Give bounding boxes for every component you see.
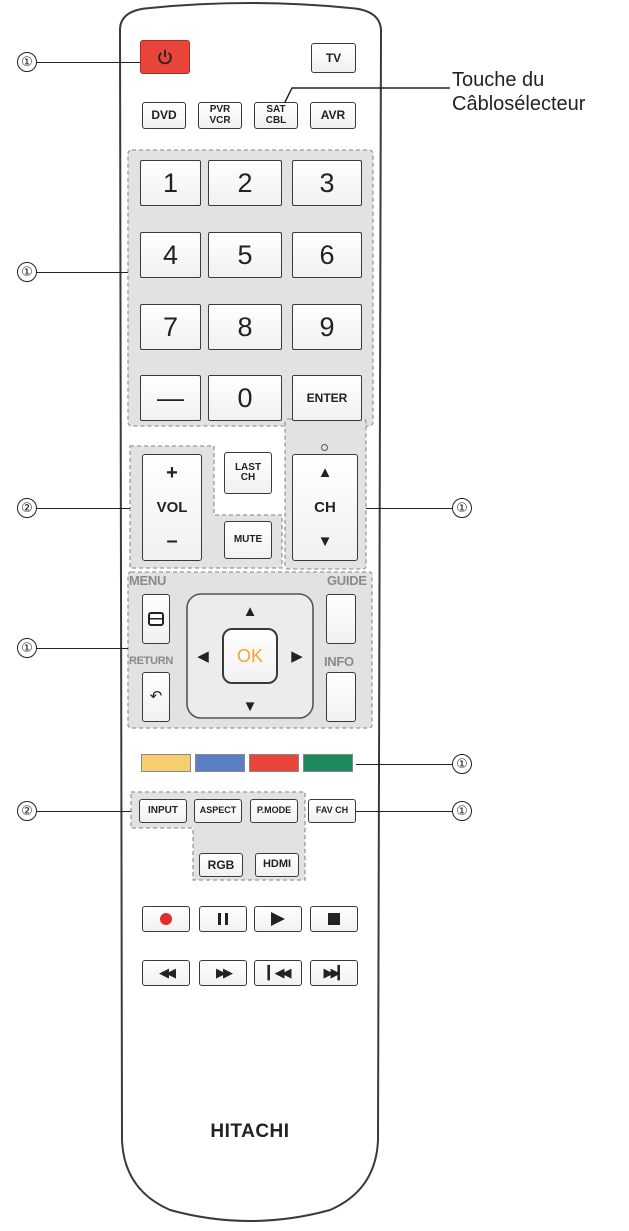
record-button[interactable] [142,906,190,932]
key-6-button[interactable]: 6 [292,232,362,278]
fast-forward-button[interactable]: ▶▶ [199,960,247,986]
return-button[interactable]: ↶ [142,672,170,722]
guide-label: GUIDE [327,573,367,588]
callout-power [37,62,140,63]
callout-keypad [37,272,128,273]
aspect-button[interactable]: ASPECT [194,799,242,823]
menu-icon [148,612,164,626]
key-8-button[interactable]: 8 [208,304,282,350]
return-label: RETURN [129,655,174,667]
marker-power: ① [17,52,37,72]
stop-icon [328,913,340,925]
key-3-button[interactable]: 3 [292,160,362,206]
key-7-button[interactable]: 7 [140,304,201,350]
avr-button[interactable]: AVR [310,102,356,129]
key-enter-button[interactable]: ENTER [292,375,362,421]
rgb-button[interactable]: RGB [199,853,243,877]
cable-selector-label-line2: Câblosélecteur [452,93,586,115]
ch-up-arrow: ▲ [317,464,333,481]
vol-label: VOL [156,498,188,516]
marker-fav-ch: ① [452,801,472,821]
key-4-button[interactable]: 4 [140,232,201,278]
vol-plus: + [166,462,178,484]
blue-key-button[interactable] [195,754,245,772]
sat-cbl-button[interactable]: SAT CBL [254,102,298,129]
cable-selector-label: Touche du Câblosélecteur [452,68,585,116]
green-key-button[interactable] [303,754,353,772]
fast-forward-icon: ▶▶ [216,965,233,981]
marker-vol: ② [17,498,37,518]
rewind-button[interactable]: ◀◀ [142,960,190,986]
callout-input [37,811,131,812]
play-button[interactable] [254,906,302,932]
callout-vol [37,508,130,509]
marker-input: ② [17,801,37,821]
nav-up-arrow[interactable]: ▲ [242,603,258,620]
key-dash-button[interactable]: — [140,375,201,421]
pause-icon [218,913,228,925]
play-icon [271,912,285,926]
info-button[interactable] [326,672,356,722]
menu-label: MENU [129,573,167,588]
marker-ch: ① [452,498,472,518]
pause-button[interactable] [199,906,247,932]
marker-nav: ① [17,638,37,658]
red-key-button[interactable] [249,754,299,772]
fav-ch-button[interactable]: FAV CH [308,799,356,823]
next-button[interactable]: ▶▶▎ [310,960,358,986]
mute-button[interactable]: MUTE [224,521,272,559]
power-icon [158,49,172,65]
key-1-button[interactable]: 1 [140,160,201,206]
key-2-button[interactable]: 2 [208,160,282,206]
power-button[interactable] [140,40,190,74]
ch-label: CH [314,498,336,516]
callout-fav-ch [356,811,452,812]
input-button[interactable]: INPUT [139,799,187,823]
p-mode-button[interactable]: P.MODE [250,799,298,823]
callout-nav [37,648,128,649]
key-5-button[interactable]: 5 [208,232,282,278]
ch-dot-icon [321,444,328,451]
previous-icon: ▎◀◀ [267,965,292,981]
tv-button[interactable]: TV [311,43,356,73]
rewind-icon: ◀◀ [159,965,176,981]
next-icon: ▶▶▎ [323,965,348,981]
nav-right-arrow[interactable]: ▶ [291,648,303,665]
stop-button[interactable] [310,906,358,932]
yellow-key-button[interactable] [141,754,191,772]
keypad-group [127,149,374,427]
ok-button[interactable]: OK [222,628,278,684]
menu-button[interactable] [142,594,170,644]
callout-color-keys [356,764,452,765]
pvr-vcr-button[interactable]: PVR VCR [198,102,242,129]
key-0-button[interactable]: 0 [208,375,282,421]
callout-ch [366,508,452,509]
cable-callout-line [282,87,450,107]
return-icon: ↶ [149,688,163,706]
hdmi-button[interactable]: HDMI [255,853,299,877]
vol-rocker[interactable]: + VOL – [142,454,202,561]
info-label: INFO [324,654,354,669]
marker-color-keys: ① [452,754,472,774]
key-9-button[interactable]: 9 [292,304,362,350]
guide-button[interactable] [326,594,356,644]
nav-left-arrow[interactable]: ◀ [197,648,209,665]
marker-keypad: ① [17,262,37,282]
vol-minus: – [166,530,178,552]
previous-button[interactable]: ▎◀◀ [254,960,302,986]
ch-down-arrow: ▼ [317,533,333,551]
brand-logo: HITACHI [210,1121,290,1142]
dvd-button[interactable]: DVD [142,102,186,129]
ch-rocker[interactable]: ▲ CH ▼ [292,454,358,561]
last-ch-button[interactable]: LAST CH [224,452,272,494]
record-icon [160,913,172,925]
nav-down-arrow[interactable]: ▼ [242,698,258,715]
cable-selector-label-line1: Touche du [452,69,545,91]
